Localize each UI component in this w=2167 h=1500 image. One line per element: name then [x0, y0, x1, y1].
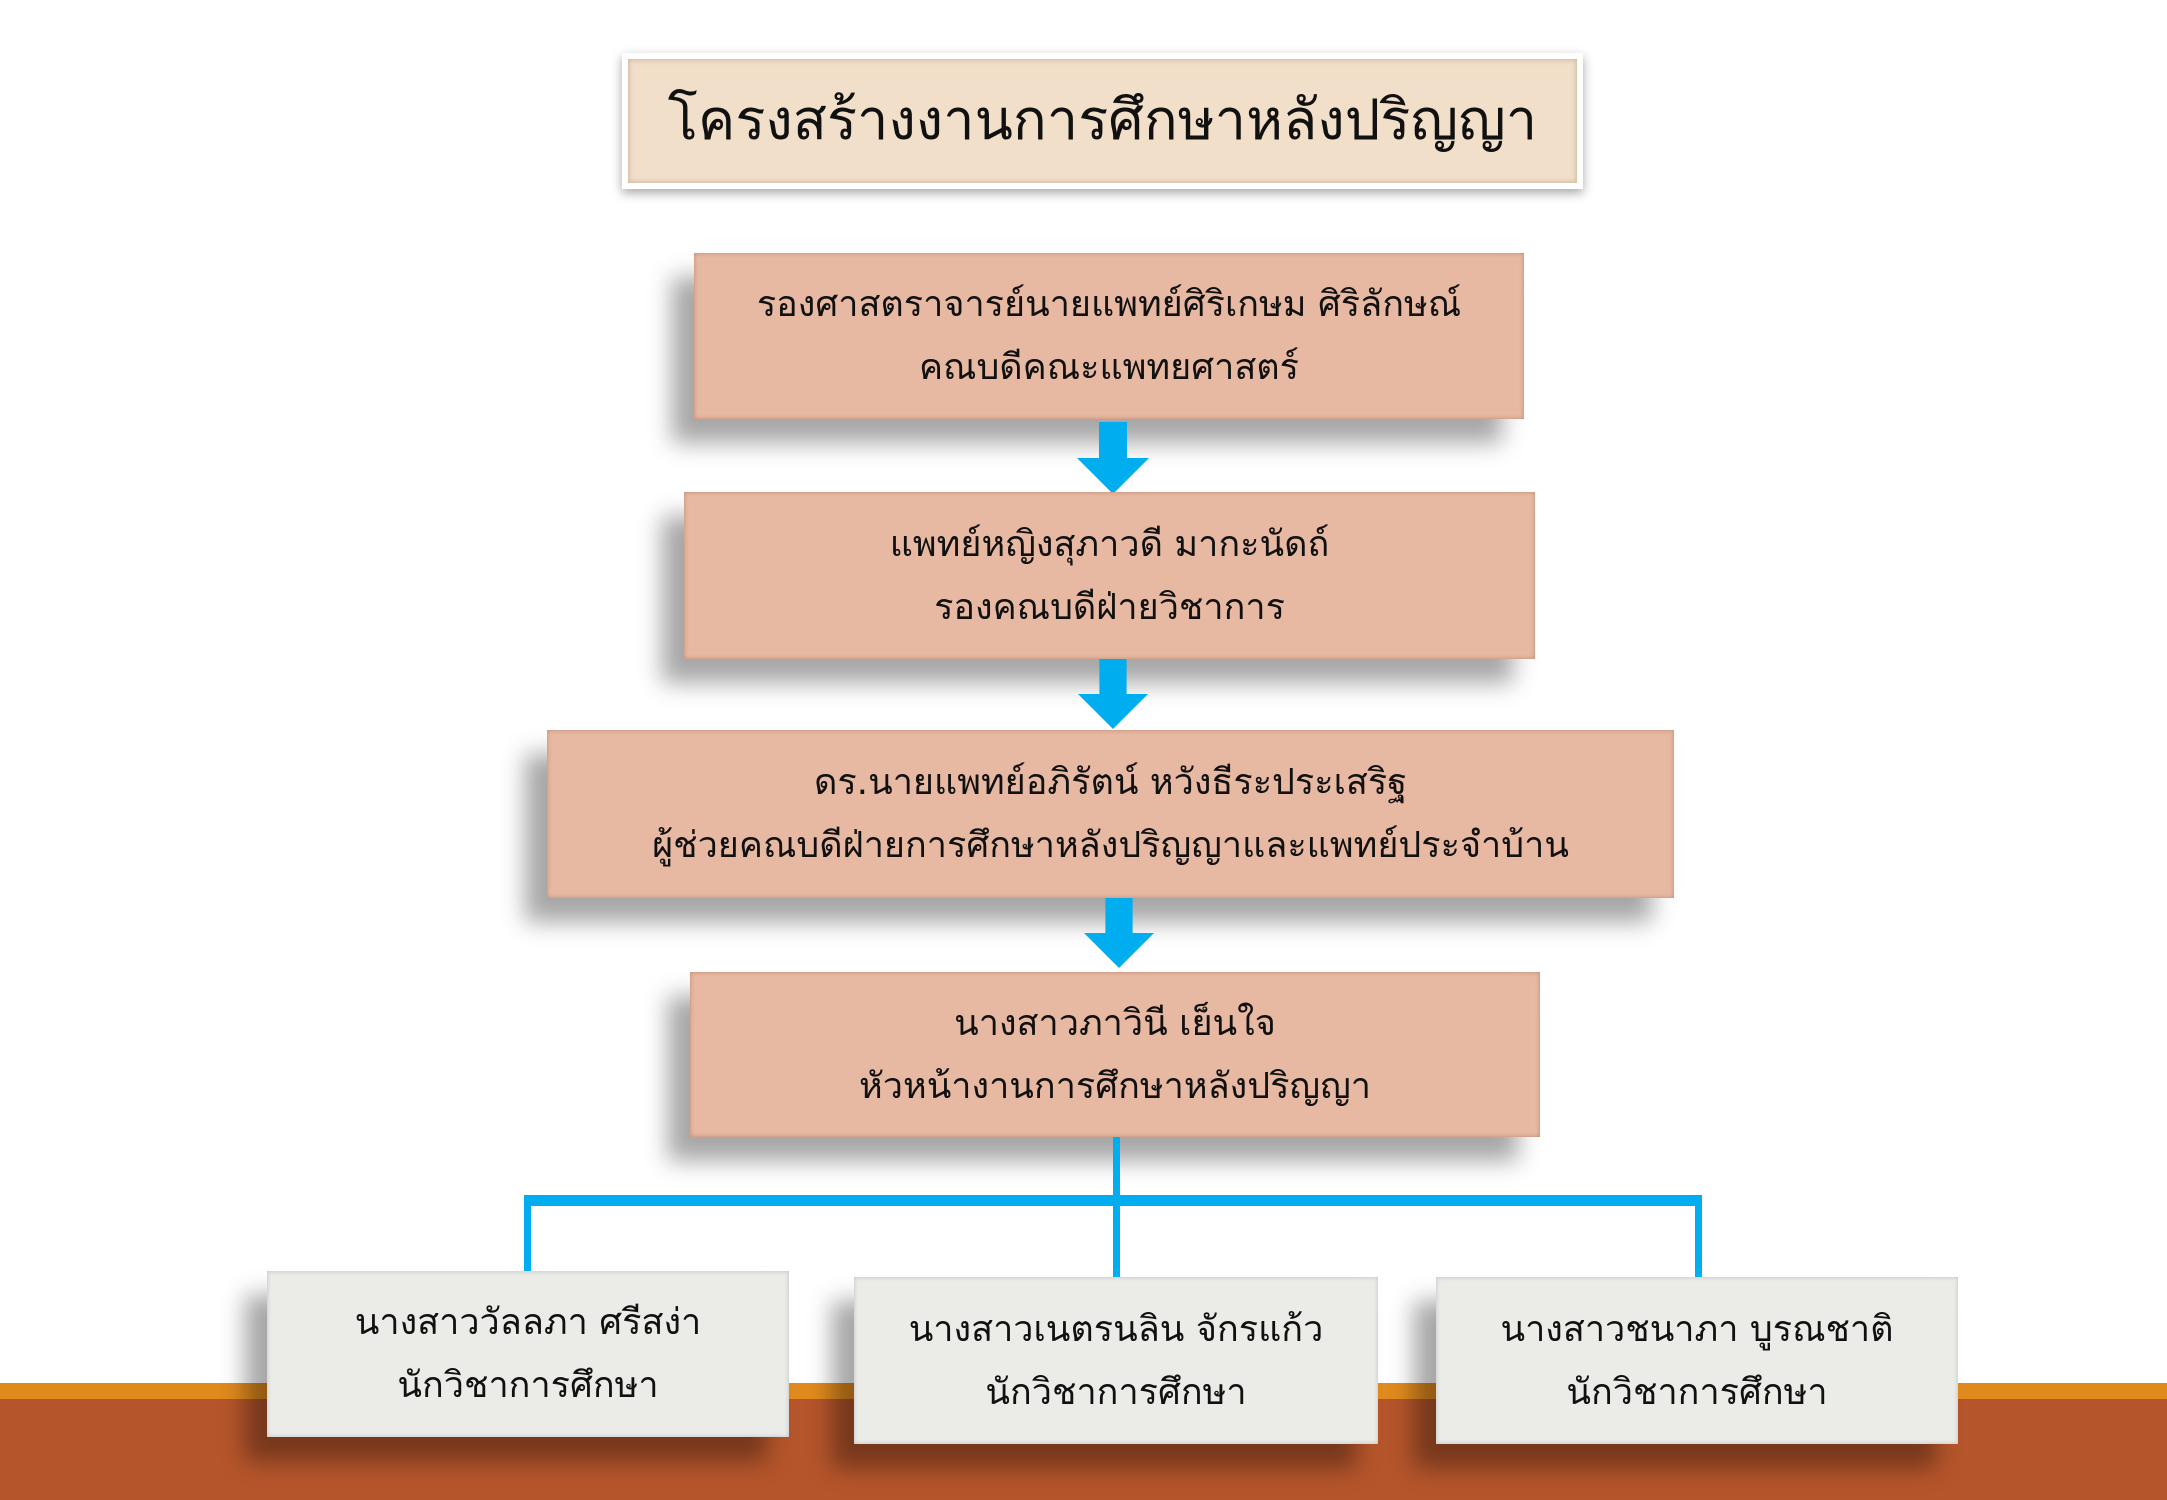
node-dean: รองศาสตราจารย์นายแพทย์ศิริเกษม ศิริลักษณ… [694, 253, 1524, 419]
staff-role: นักวิชาการศึกษา [1566, 1371, 1828, 1413]
title-text: โครงสร้างงานการศึกษาหลังปริญญา [667, 88, 1538, 153]
down-arrow-icon [1077, 422, 1149, 494]
node-role: ผู้ช่วยคณบดีฝ่ายการศึกษาหลังปริญญาและแพท… [652, 825, 1569, 866]
staff-role: นักวิชาการศึกษา [397, 1365, 659, 1406]
node-name: แพทย์หญิงสุภาวดี มากะนัดถ์ [889, 523, 1330, 565]
connector-horizontal [524, 1195, 1702, 1206]
connector-vertical-main [1113, 1137, 1120, 1277]
connector-left [524, 1195, 531, 1271]
node-role: คณบดีคณะแพทยศาสตร์ [918, 347, 1300, 388]
down-arrow-icon [1084, 898, 1154, 968]
node-role: รองคณบดีฝ่ายวิชาการ [934, 586, 1285, 628]
node-role: หัวหน้างานการศึกษาหลังปริญญา [859, 1065, 1371, 1107]
node-head-of-section: นางสาวภาวินี เย็นใจ หัวหน้างานการศึกษาหล… [690, 972, 1540, 1137]
staff-name: นางสาวชนาภา บูรณชาติ [1500, 1308, 1894, 1350]
node-assistant-dean: ดร.นายแพทย์อภิรัตน์ หวังธีระประเสริฐ ผู้… [547, 730, 1674, 898]
staff-card: นางสาวชนาภา บูรณชาติ นักวิชาการศึกษา [1436, 1277, 1958, 1444]
node-name: ดร.นายแพทย์อภิรัตน์ หวังธีระประเสริฐ [813, 762, 1408, 803]
staff-role: นักวิชาการศึกษา [985, 1371, 1247, 1413]
chart-title: โครงสร้างงานการศึกษาหลังปริญญา [622, 53, 1583, 189]
node-name: นางสาวภาวินี เย็นใจ [954, 1002, 1276, 1044]
down-arrow-icon [1078, 659, 1148, 729]
connector-right [1695, 1195, 1702, 1277]
staff-card: นางสาวเนตรนลิน จักรแก้ว นักวิชาการศึกษา [854, 1277, 1378, 1444]
staff-name: นางสาววัลลภา ศรีสง่า [354, 1302, 702, 1343]
staff-name: นางสาวเนตรนลิน จักรแก้ว [908, 1308, 1324, 1350]
node-deputy-dean: แพทย์หญิงสุภาวดี มากะนัดถ์ รองคณบดีฝ่ายว… [684, 492, 1535, 659]
staff-card: นางสาววัลลภา ศรีสง่า นักวิชาการศึกษา [267, 1271, 789, 1437]
node-name: รองศาสตราจารย์นายแพทย์ศิริเกษม ศิริลักษณ… [756, 284, 1462, 325]
